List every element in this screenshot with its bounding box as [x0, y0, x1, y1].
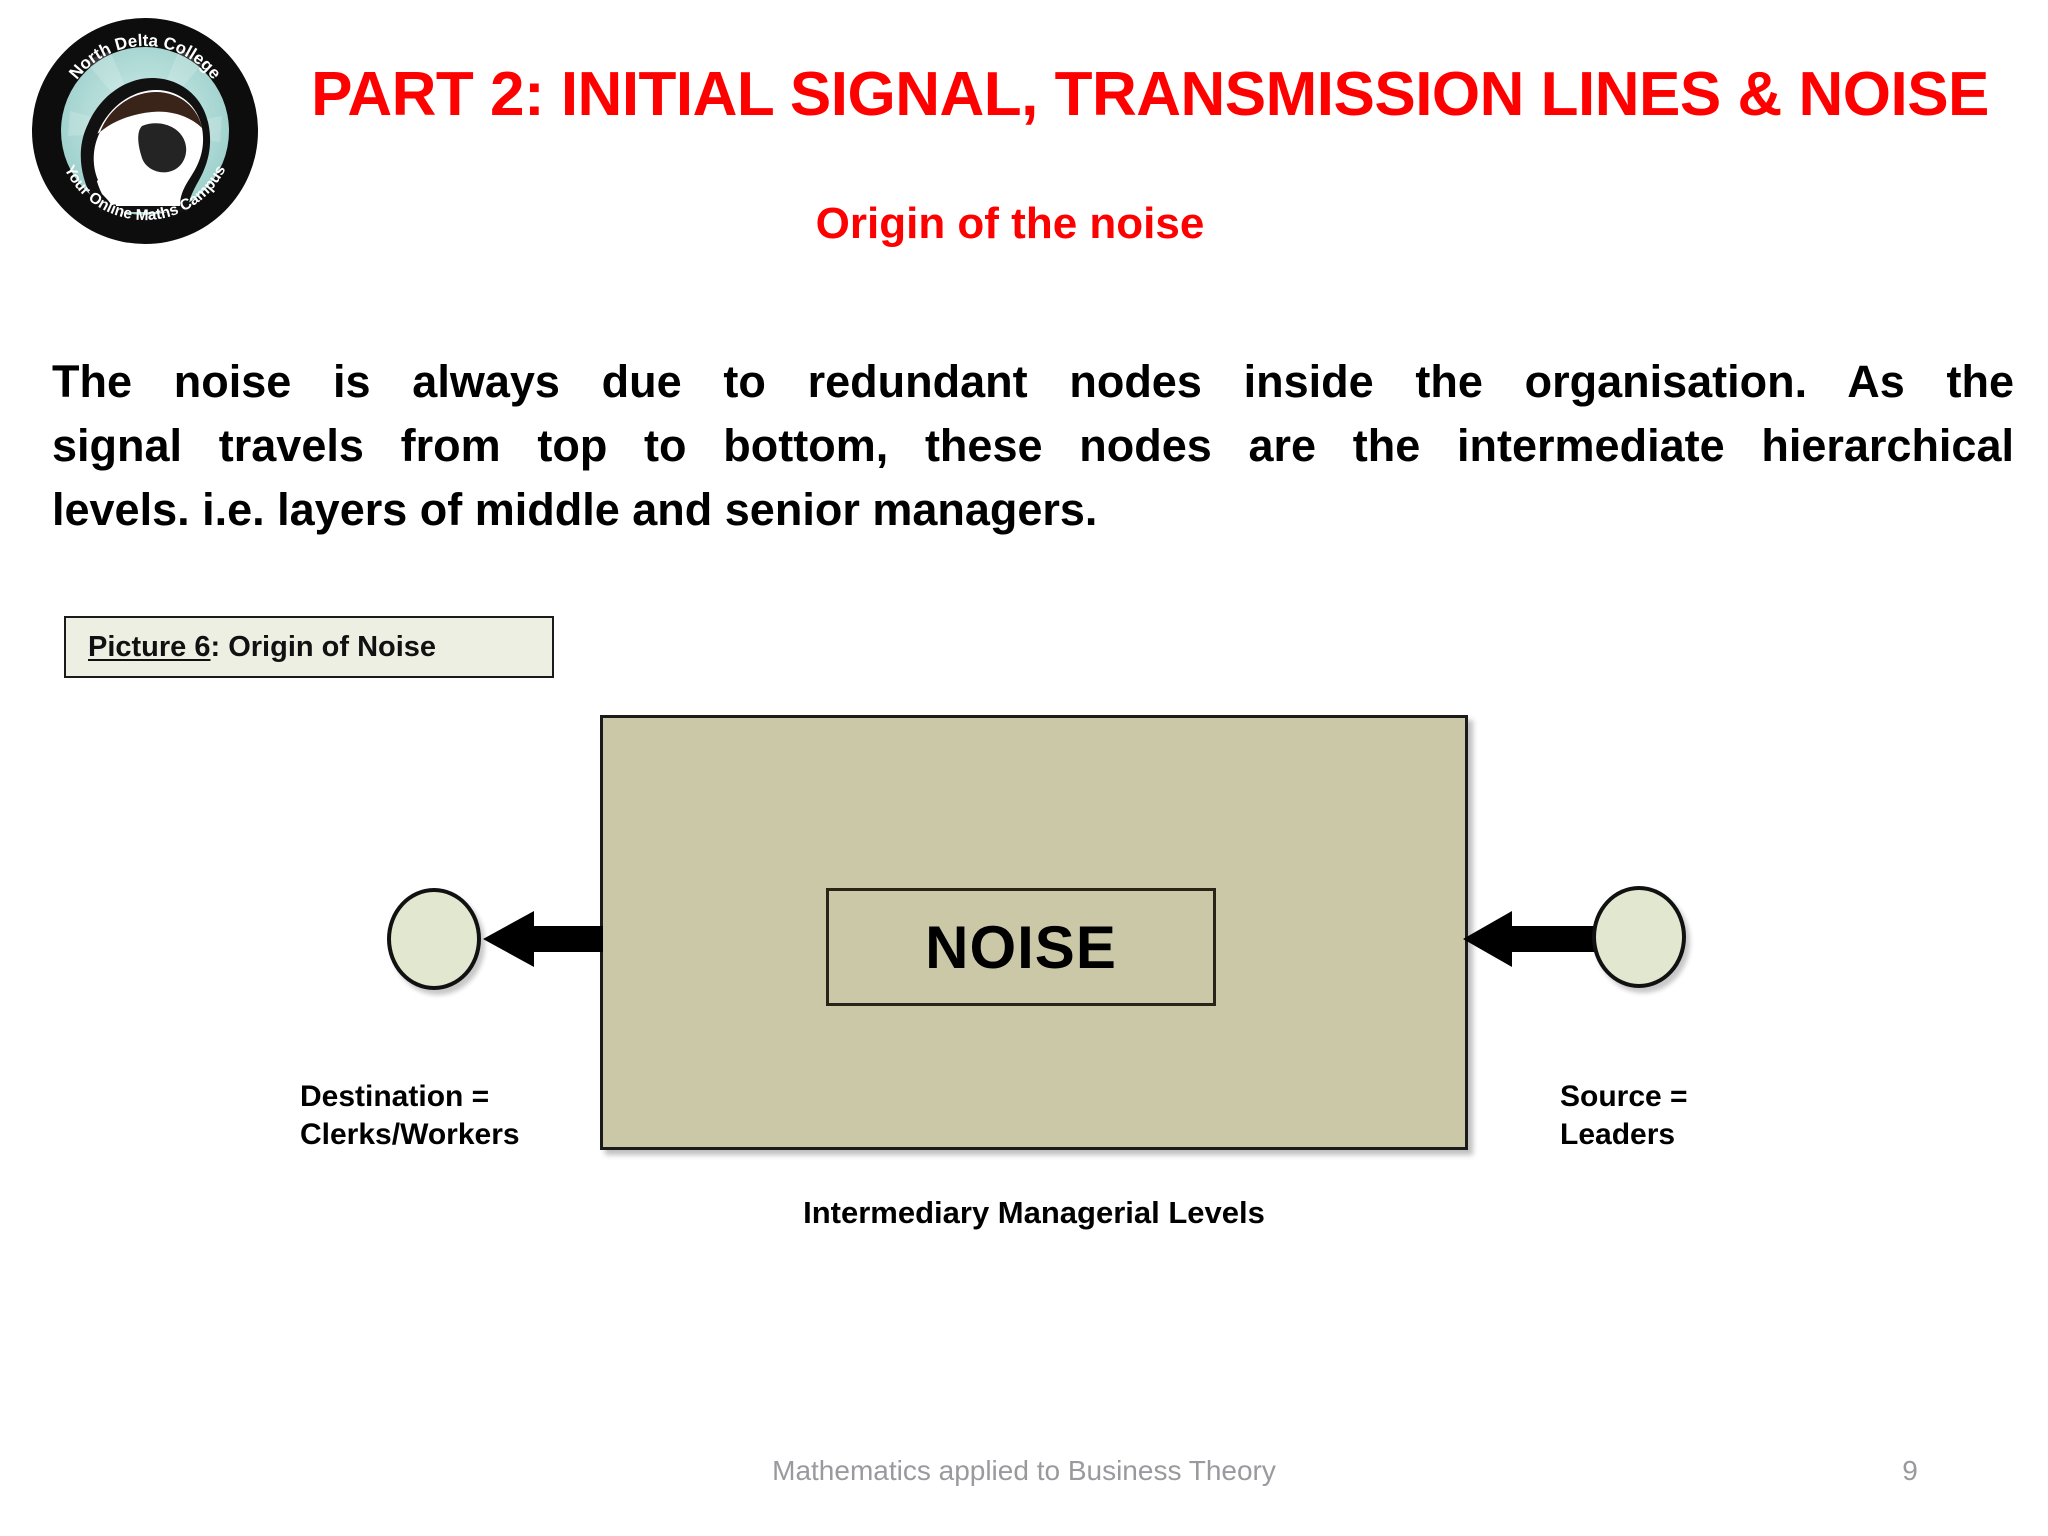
body-line-3: levels. i.e. layers of middle and senior… — [52, 483, 1098, 535]
college-logo: North Delta College Your Online Maths Ca… — [30, 16, 260, 246]
picture-caption-box: Picture 6: Origin of Noise — [64, 616, 554, 678]
noise-diagram: NOISE Destination = Clerks/Workers Sourc… — [0, 690, 2048, 1290]
destination-label-line-1: Destination = — [300, 1080, 490, 1113]
intermediary-levels-label: Intermediary Managerial Levels — [803, 1195, 1265, 1230]
body-line-1: The noise is always due to redundant nod… — [52, 356, 2014, 407]
body-line-2: signal travels from top to bottom, these… — [52, 419, 2014, 471]
page-subtitle: Origin of the noise — [815, 199, 1205, 248]
caption-label-underlined: Picture 6 — [88, 630, 211, 663]
noise-label: NOISE — [925, 913, 1117, 981]
page-number: 9 — [1902, 1455, 1918, 1486]
source-label: Source = Leaders — [1560, 1078, 1860, 1153]
footer-text: Mathematics applied to Business Theory — [772, 1455, 1276, 1486]
source-label-line-2: Leaders — [1560, 1117, 1676, 1151]
page-title: PART 2: INITIAL SIGNAL, TRANSMISSION LIN… — [311, 60, 1989, 129]
noise-box: NOISE — [826, 888, 1216, 1006]
logo-svg: North Delta College Your Online Maths Ca… — [32, 18, 258, 244]
destination-label: Destination = Clerks/Workers — [300, 1078, 600, 1153]
arrow-from-source-icon — [1463, 911, 1602, 967]
source-label-line-1: Source = — [1560, 1080, 1688, 1113]
destination-node — [387, 888, 481, 990]
body-paragraph: The noise is always due to redundant nod… — [52, 350, 2014, 542]
caption-label-rest: : Origin of Noise — [210, 630, 437, 663]
source-node — [1592, 886, 1686, 988]
destination-label-line-2: Clerks/Workers — [300, 1117, 520, 1151]
head-silhouette-icon — [80, 78, 211, 212]
arrow-to-destination-icon — [483, 911, 603, 967]
